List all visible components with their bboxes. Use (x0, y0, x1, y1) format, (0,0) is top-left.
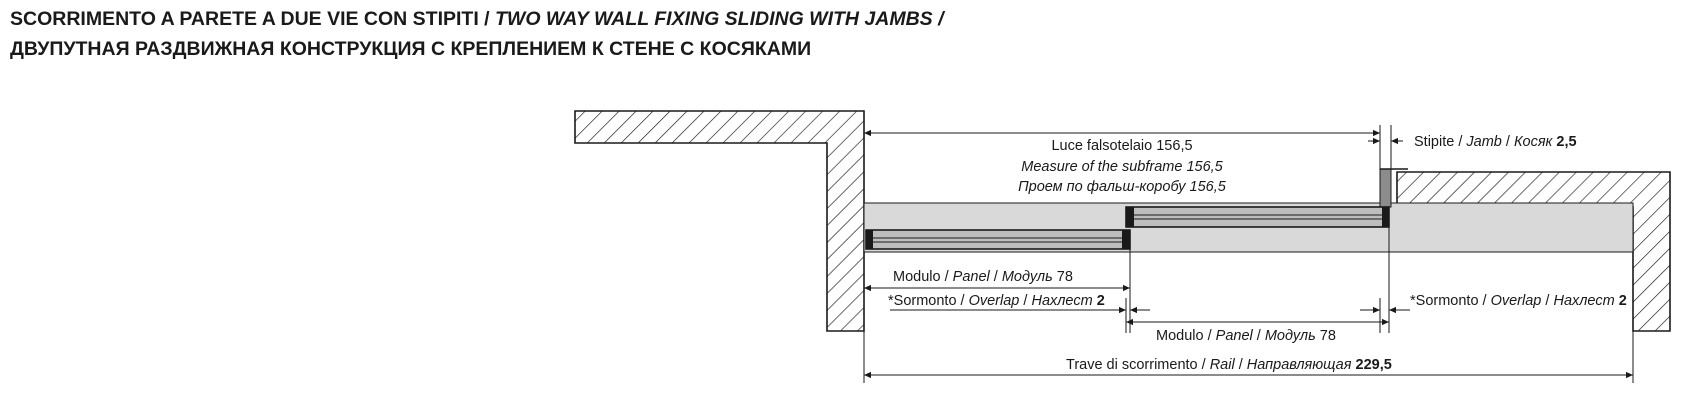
label-panel-front: Modulo / Panel / Модуль 78 (893, 269, 1073, 285)
label-rail: Trave di scorrimento / Rail / Направляющ… (1066, 357, 1392, 373)
title-russian: ДВУПУТНАЯ РАЗДВИЖНАЯ КОНСТРУКЦИЯ С КРЕПЛ… (10, 38, 812, 60)
left-wall (574, 110, 865, 332)
label-overlap-right: *Sormonto / Overlap / Нахлест 2 (1410, 293, 1627, 309)
label-subframe-italian: Luce falsotelaio 156,5 (1051, 138, 1192, 154)
label-overlap-left: *Sormonto / Overlap / Нахлест 2 (888, 293, 1105, 309)
panel-back-left-profile (1126, 207, 1134, 227)
label-jamb: Stipite / Jamb / Косяк 2,5 (1414, 134, 1577, 150)
panel-front-left-profile (866, 230, 873, 249)
label-panel-back: Modulo / Panel / Модуль 78 (1156, 328, 1336, 344)
title-italian: SCORRIMENTO A PARETE A DUE VIE CON STIPI… (10, 8, 496, 30)
panel-front (865, 229, 1131, 250)
label-subframe-russian: Проем по фальш-коробу 156,5 (1018, 179, 1227, 195)
panel-back-right-profile (1382, 207, 1389, 227)
panel-front-right-profile (1122, 230, 1130, 249)
title-line-1: SCORRIMENTO A PARETE A DUE VIE CON STIPI… (10, 8, 944, 31)
panel-back (1125, 206, 1390, 228)
jamb (1379, 168, 1392, 208)
label-subframe-english: Measure of the subframe 156,5 (1021, 159, 1223, 175)
title-english: TWO WAY WALL FIXING SLIDING WITH JAMBS / (495, 8, 944, 30)
